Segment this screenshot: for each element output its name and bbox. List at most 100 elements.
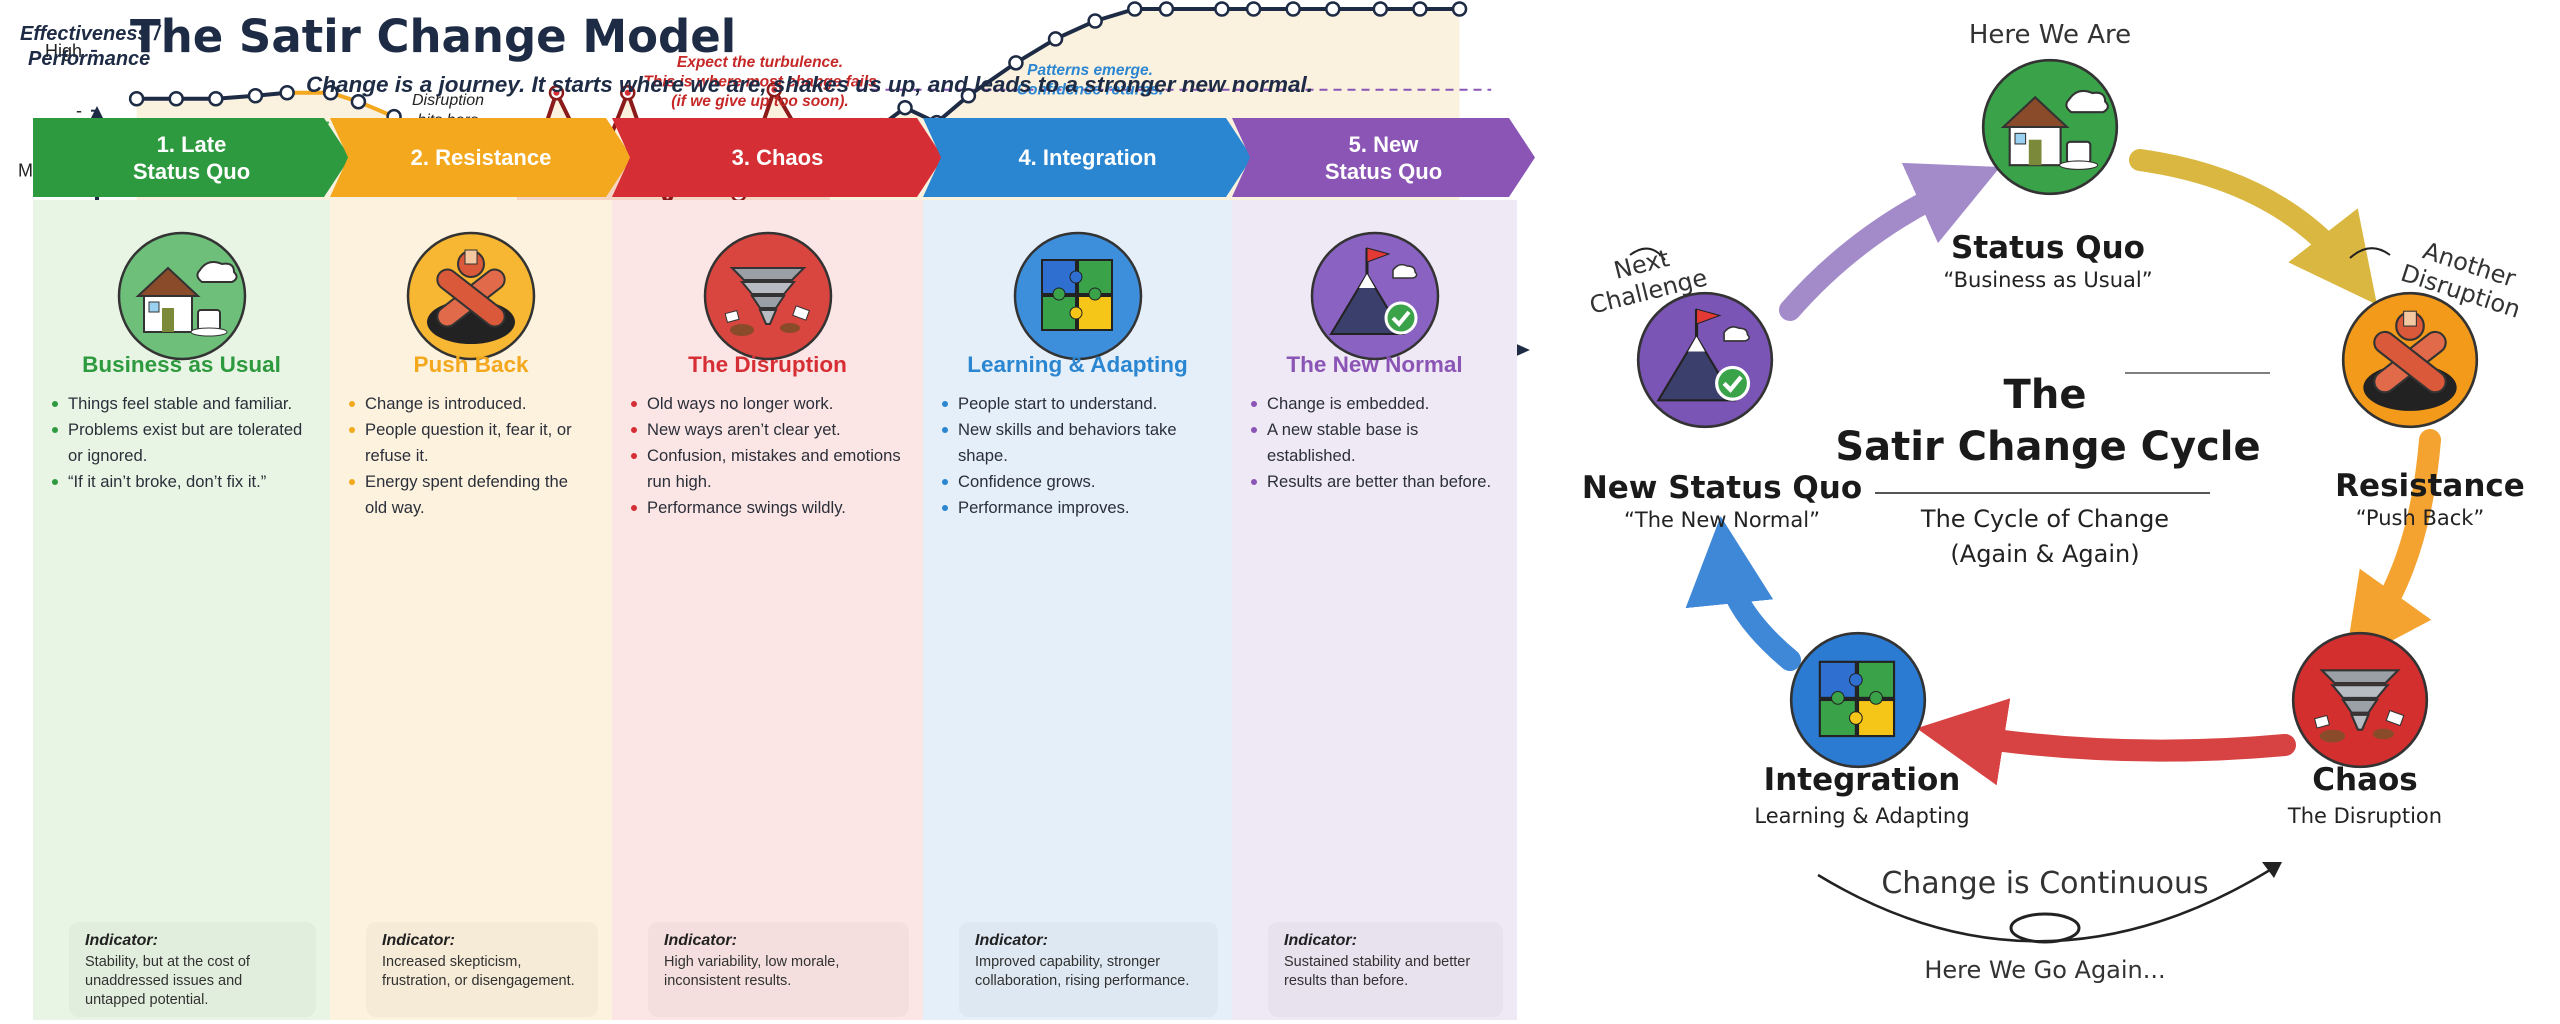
mountain-flag-icon <box>1309 230 1441 362</box>
data-point <box>1214 1 1230 17</box>
stage-banner-label: 1. Late Status Quo <box>132 131 251 184</box>
data-point <box>548 84 565 101</box>
data-point <box>1325 1 1341 17</box>
data-point <box>897 99 913 116</box>
page-title: The Satir Change Model <box>130 10 737 63</box>
puzzle-icon <box>1012 230 1144 362</box>
data-point <box>208 90 224 107</box>
stage-banner: 3. Chaos <box>612 118 943 197</box>
arrow-chaos-to-integration <box>1916 698 2296 786</box>
stage-heading: Learning & Adapting <box>967 352 1188 377</box>
tornado-icon <box>2290 630 2430 770</box>
bullet-item: Confusion, mistakes and emotions run hig… <box>630 443 905 495</box>
data-point <box>128 90 145 107</box>
indicator-label: Indicator: <box>664 932 737 949</box>
crossed-arms-icon <box>2340 290 2480 430</box>
stage-banner: 4. Integration <box>923 118 1252 197</box>
bullet-item: Change is introduced. <box>348 391 594 417</box>
indicator-text: High variability, low morale, inconsiste… <box>664 954 840 989</box>
node-title-integration: Integration <box>1763 762 1961 798</box>
chaos-note: Expect the turbulence. <box>677 54 843 71</box>
y-axis-label: Performance <box>28 48 150 70</box>
stage-banner: 1. Late Status Quo <box>33 118 350 197</box>
stage-bullets: Change is embedded.A new stable base is … <box>1250 391 1499 495</box>
disruption-note: Disruption <box>412 92 484 109</box>
data-point <box>960 87 977 104</box>
indicator-label: Indicator: <box>975 932 1048 949</box>
bullet-item: Energy spent defending the old way. <box>348 469 594 521</box>
crossed-arms-icon <box>405 230 537 362</box>
center-subtitle-2: (Again & Again) <box>1950 540 2140 568</box>
indicator-text: Sustained stability and better results t… <box>1284 954 1471 989</box>
data-point <box>1451 1 1468 17</box>
house-icon <box>116 230 248 362</box>
stage-banner: 2. Resistance <box>330 118 632 197</box>
mountain-flag-icon <box>1635 290 1775 430</box>
data-point <box>322 84 339 101</box>
indicator-box: Indicator: High variability, low morale, … <box>648 922 909 1017</box>
bullet-item: Performance improves. <box>941 495 1214 521</box>
stage-banner-label: 3. Chaos <box>731 145 824 170</box>
stage-bullets: Things feel stable and familiar.Problems… <box>51 391 312 495</box>
stage-heading: The New Normal <box>1286 352 1463 377</box>
bullet-item: Problems exist but are tolerated or igno… <box>51 417 312 469</box>
data-point <box>1372 1 1389 17</box>
data-point <box>1285 1 1301 17</box>
house-icon <box>1980 57 2120 197</box>
data-point <box>766 82 783 98</box>
top-label: Here We Are <box>1968 20 2132 50</box>
node-sub-chaos: The Disruption <box>2287 804 2443 828</box>
indicator-box: Indicator:Stability, but at the cost of … <box>69 922 316 1017</box>
loop-arrowhead <box>2262 862 2282 878</box>
stage-banner-label: 4. Integration <box>1018 145 1157 170</box>
data-point <box>168 90 184 107</box>
indicator-text: Increased skepticism, frustration, or di… <box>382 954 575 989</box>
data-point <box>1087 13 1103 29</box>
stage-heading: The Disruption <box>688 352 847 377</box>
indicator-label: Indicator: <box>1284 932 1357 949</box>
data-point <box>620 84 636 101</box>
center-subtitle-1: The Cycle of Change <box>1920 505 2170 533</box>
indicator-label: Indicator: <box>85 932 158 949</box>
node-title-resistance: Resistance <box>2335 468 2525 504</box>
data-point <box>1158 1 1175 17</box>
another-disruption-tick <box>2349 247 2391 259</box>
node-sub-status-quo: “Business as Usual” <box>1943 268 2153 292</box>
data-point <box>1008 55 1024 71</box>
node-title-new-status-quo: New Status Quo <box>1581 470 1863 506</box>
data-point <box>1127 1 1143 17</box>
bullet-item: Old ways no longer work. <box>630 391 905 417</box>
bullet-item: A new stable base is established. <box>1250 417 1499 469</box>
change-is-continuous-label: Change is Continuous <box>1881 866 2209 901</box>
bullet-item: “If it ain’t broke, don’t fix it.” <box>51 469 312 495</box>
stage-bullets: Change is introduced.People question it,… <box>348 391 594 521</box>
bullet-item: Things feel stable and familiar. <box>51 391 312 417</box>
bullet-item: Change is embedded. <box>1250 391 1499 417</box>
chaos-note: This is where most change fails <box>643 74 877 91</box>
bullet-item: New skills and behaviors take shape. <box>941 417 1214 469</box>
y-tick-label: - <box>76 101 82 121</box>
node-sub-new-status-quo: “The New Normal” <box>1624 508 1820 532</box>
indicator-box: Indicator: Sustained stability and better… <box>1268 922 1503 1017</box>
node-sub-integration: Learning & Adapting <box>1754 804 1970 828</box>
data-point <box>1245 1 1262 17</box>
node-title-status-quo: Status Quo <box>1951 230 2145 266</box>
next-challenge-tick <box>1629 247 1666 261</box>
center-title-main: Satir Change Cycle <box>1835 424 2261 470</box>
curve-segment <box>966 60 1018 98</box>
puzzle-icon <box>1788 630 1928 770</box>
y-axis-label: Effectiveness / <box>20 23 162 45</box>
indicator-label: Indicator: <box>382 932 455 949</box>
indicator-box: Indicator:Improved capability, stronger … <box>959 922 1218 1017</box>
stage-banner-label: 2. Resistance <box>410 145 552 170</box>
arrow-integration-to-newstatusquo <box>1685 516 1801 671</box>
bullet-item: People question it, fear it, or refuse i… <box>348 417 594 469</box>
here-we-go-again-label: Here We Go Again... <box>1924 956 2166 984</box>
node-sub-resistance: “Push Back” <box>2355 506 2485 530</box>
bullet-item: Results are better than before. <box>1250 469 1499 495</box>
data-point <box>1047 31 1064 47</box>
stage-heading: Push Back <box>413 352 529 377</box>
data-point <box>279 84 295 101</box>
satir-change-cycle <box>1629 149 2441 944</box>
indicator-box: Indicator: Increased skepticism, frustrat… <box>366 922 598 1017</box>
